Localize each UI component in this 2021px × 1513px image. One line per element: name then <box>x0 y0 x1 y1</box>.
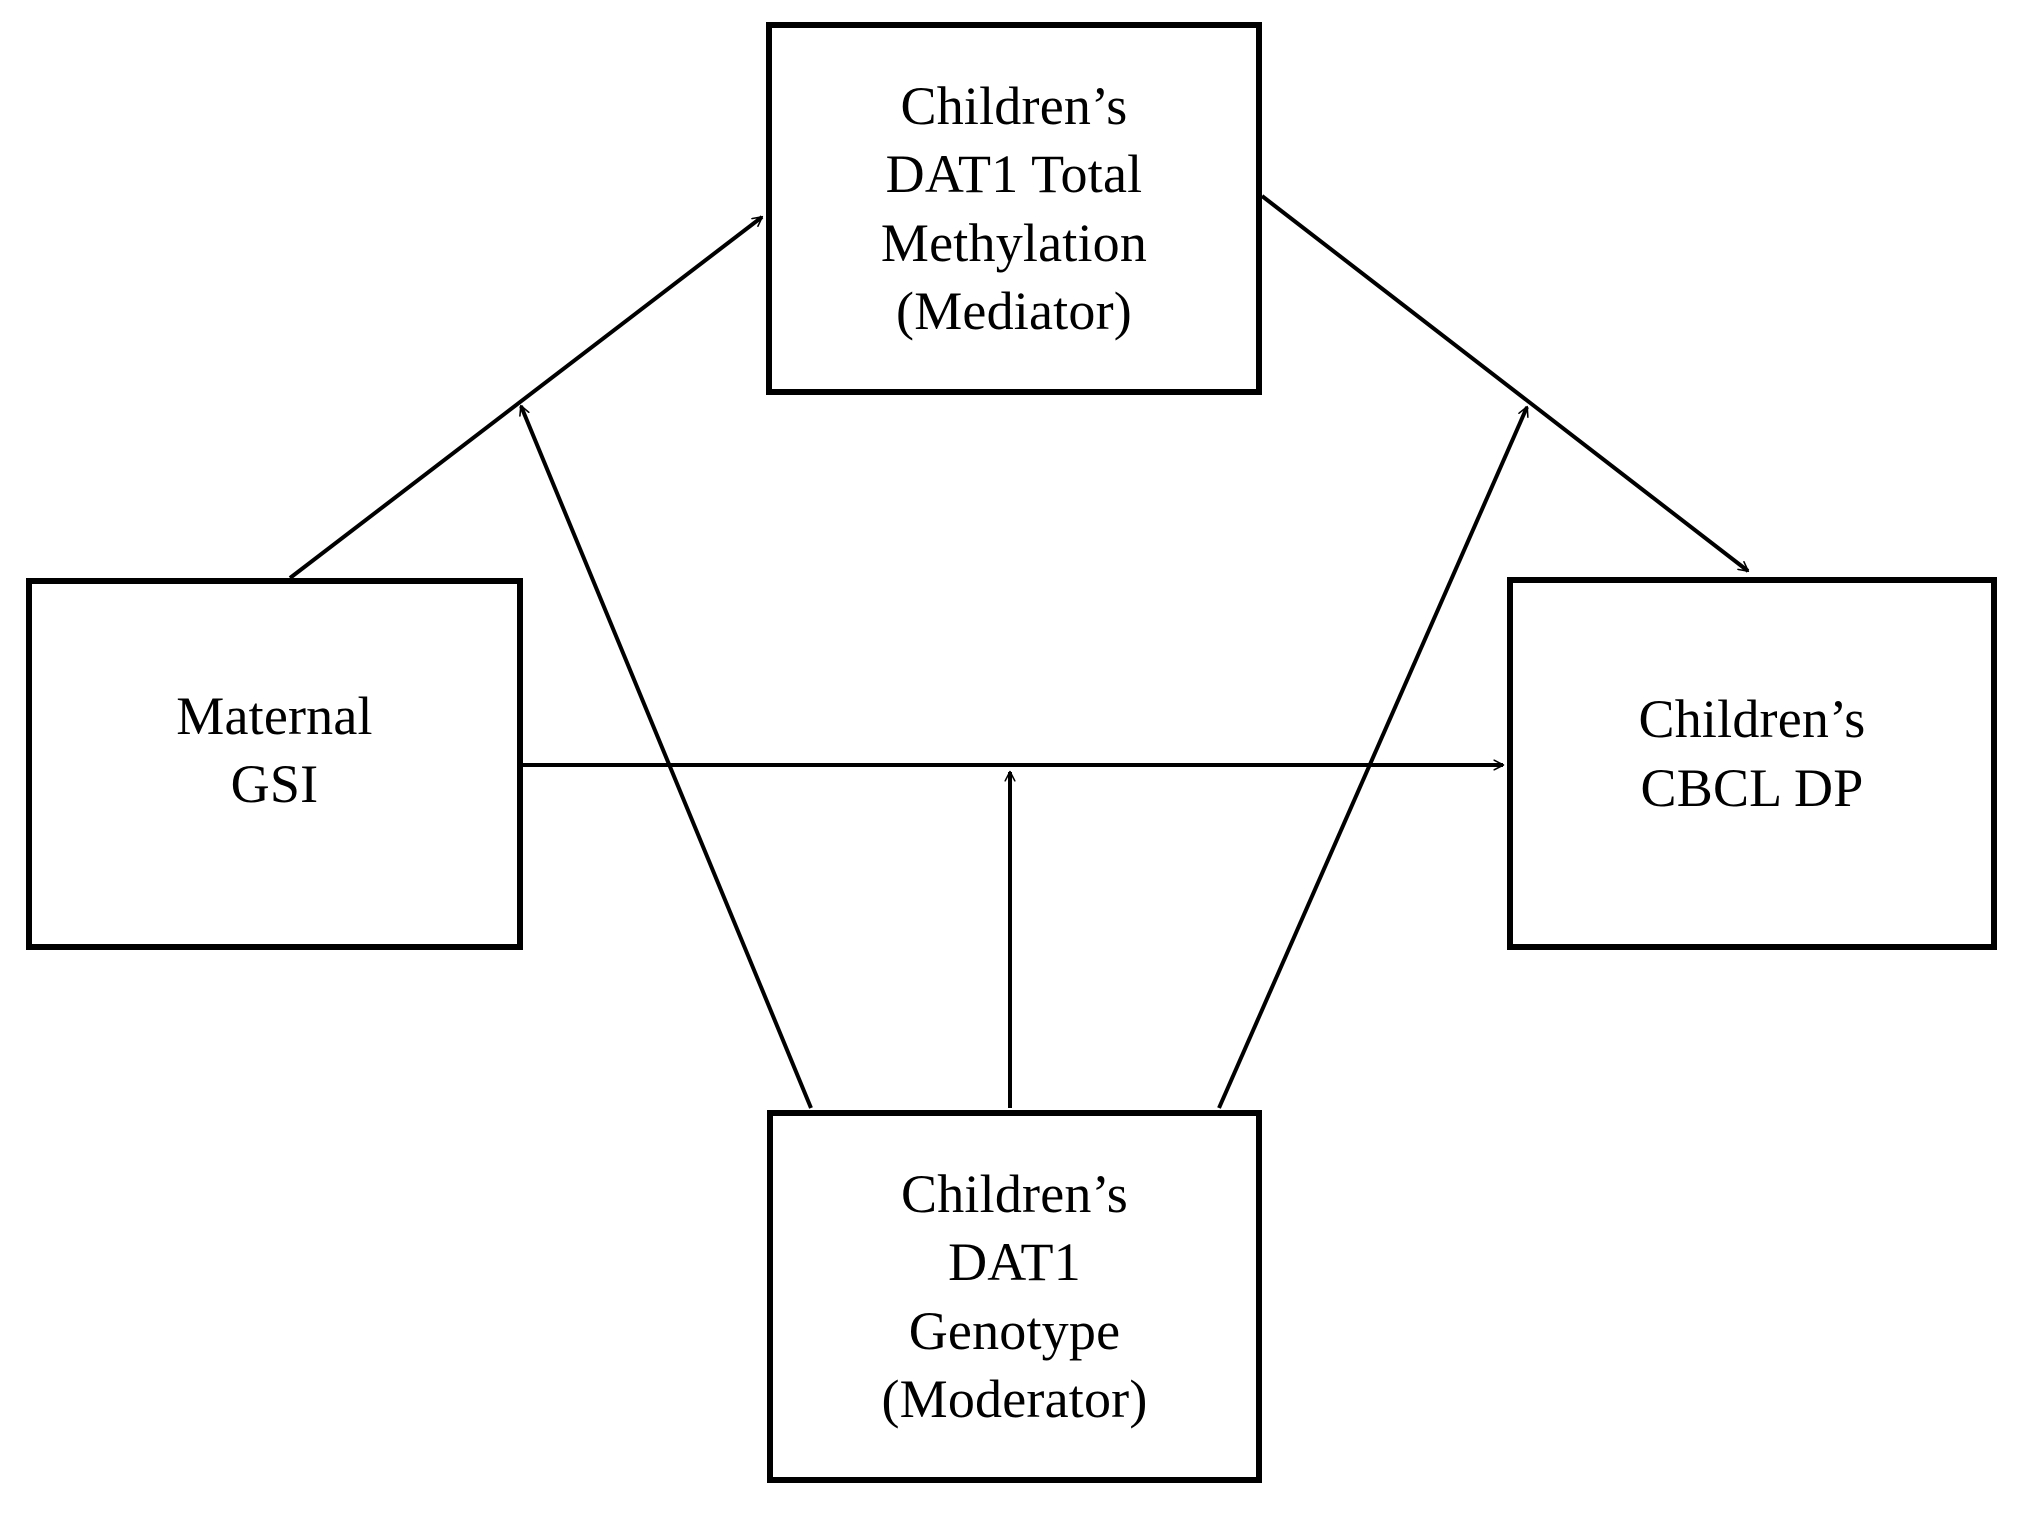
node-predictor-line-1: Maternal <box>176 685 373 746</box>
edge-methylation-to-cbcl <box>1260 194 1750 573</box>
node-moderator-line-1: Children’s <box>901 1164 1128 1225</box>
node-mediator-label: Children’s DAT1 Total Methylation (Media… <box>881 72 1147 344</box>
node-mediator-line-3: Methylation <box>880 212 1148 273</box>
edge-genotype-moderates-a-path <box>521 406 813 1109</box>
node-outcome-line-1: Children’s <box>1638 689 1866 750</box>
node-moderator-line-4: (Moderator) <box>881 1368 1148 1429</box>
node-outcome-line-2: CBCL DP <box>1640 757 1864 818</box>
edge-genotype-moderates-b-path <box>1217 407 1529 1109</box>
node-outcome-cbcl-dp[interactable]: Children’s CBCL DP <box>1507 577 1997 950</box>
node-mediator-methylation[interactable]: Children’s DAT1 Total Methylation (Media… <box>766 22 1262 395</box>
node-predictor-label: Maternal GSI <box>176 682 373 818</box>
node-moderator-label: Children’s DAT1 Genotype (Moderator) <box>881 1160 1147 1432</box>
node-mediator-line-4: (Mediator) <box>896 280 1132 341</box>
node-outcome-label: Children’s CBCL DP <box>1639 685 1866 821</box>
node-moderator-line-2: DAT1 <box>948 1232 1081 1293</box>
edge-gsi-to-methylation <box>288 215 764 580</box>
node-moderator-genotype[interactable]: Children’s DAT1 Genotype (Moderator) <box>767 1110 1262 1483</box>
node-moderator-line-3: Genotype <box>908 1300 1121 1361</box>
node-predictor-line-2: GSI <box>230 754 319 814</box>
node-mediator-line-2: DAT1 Total <box>885 144 1143 205</box>
node-mediator-line-1: Children’s <box>900 76 1128 137</box>
node-predictor-maternal-gsi[interactable]: Maternal GSI <box>26 578 523 950</box>
